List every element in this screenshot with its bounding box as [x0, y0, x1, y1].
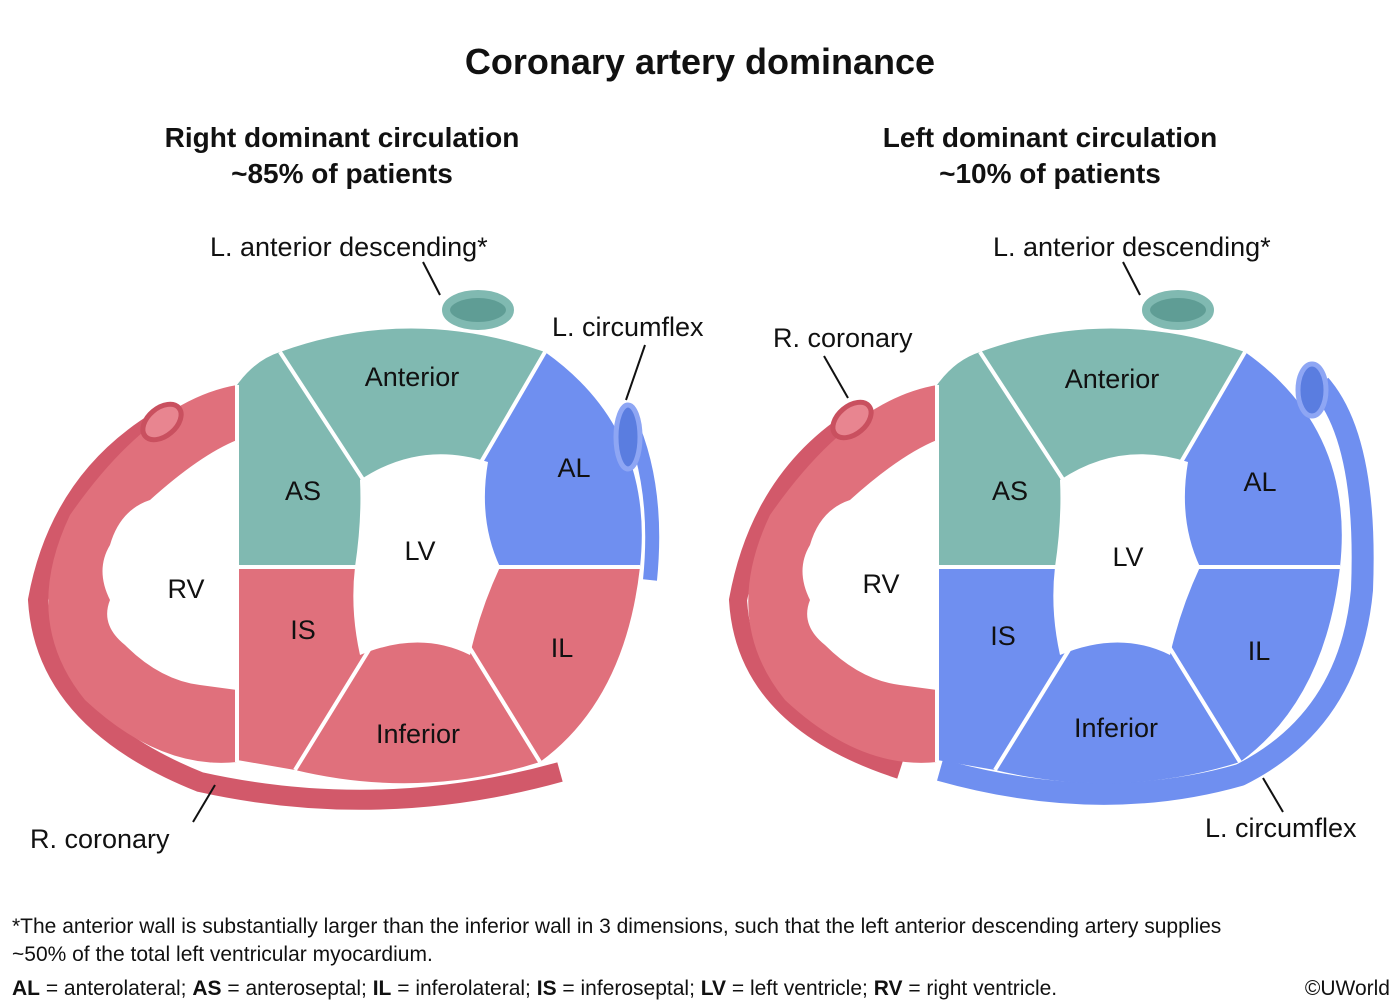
label-lcx: L. circumflex [552, 312, 704, 342]
label-lad: L. anterior descending* [210, 232, 488, 262]
footnote: *The anterior wall is substantially larg… [12, 915, 1390, 1000]
lad-tube-opening [1142, 290, 1214, 330]
right-coronary-artery [728, 412, 903, 779]
lad-tube-opening [442, 290, 514, 330]
left-ventricle-cavity [353, 454, 500, 655]
rca-tube-opening [140, 401, 184, 443]
panel-heading: Left dominant circulation [883, 122, 1217, 153]
right-coronary-artery [27, 411, 563, 810]
panel-heading: Right dominant circulation [165, 122, 520, 153]
panel-right-dominant: Right dominant circulation ~85% of patie… [27, 122, 704, 854]
segment-label-inferior: Inferior [376, 719, 460, 749]
segment-label-il: IL [1248, 636, 1271, 666]
label-lcx: L. circumflex [1205, 813, 1357, 843]
segment-label-anterior: Anterior [365, 362, 460, 392]
left-circumflex-artery [937, 377, 1374, 805]
segment-label-as: AS [992, 476, 1028, 506]
lcx-tube-opening [613, 402, 643, 472]
segment-label-al: AL [557, 453, 590, 483]
label-lad: L. anterior descending* [993, 232, 1271, 262]
segment-label-rv: RV [167, 574, 204, 604]
right-ventricle-cavity [802, 440, 937, 690]
panel-subheading: ~85% of patients [231, 158, 453, 189]
segment-label-is: IS [990, 621, 1016, 651]
rca-tube-opening [830, 399, 874, 441]
label-rca: R. coronary [773, 323, 913, 353]
segment-label-as: AS [285, 476, 321, 506]
segment-label-is: IS [290, 615, 316, 645]
left-ventricle-cavity [1053, 454, 1200, 655]
segment-label-lv: LV [404, 536, 435, 566]
figure-title: Coronary artery dominance [465, 41, 935, 82]
segment-label-lv: LV [1112, 542, 1143, 572]
right-ventricle-cavity [102, 440, 237, 690]
abbreviation-legend: AL = anterolateral; AS = anteroseptal; I… [12, 977, 1057, 1000]
segment-label-il: IL [551, 633, 574, 663]
segment-label-rv: RV [862, 569, 899, 599]
label-rca: R. coronary [30, 824, 170, 854]
lcx-tube-opening [1295, 361, 1329, 419]
panel-subheading: ~10% of patients [939, 158, 1161, 189]
footnote-line-1: *The anterior wall is substantially larg… [12, 915, 1221, 938]
segment-label-anterior: Anterior [1065, 364, 1160, 394]
panel-left-dominant: Left dominant circulation ~10% of patien… [728, 122, 1374, 843]
footnote-line-2: ~50% of the total left ventricular myoca… [12, 943, 433, 966]
copyright: ©UWorld [1305, 977, 1390, 1000]
segment-label-al: AL [1243, 467, 1276, 497]
segment-label-inferior: Inferior [1074, 713, 1158, 743]
